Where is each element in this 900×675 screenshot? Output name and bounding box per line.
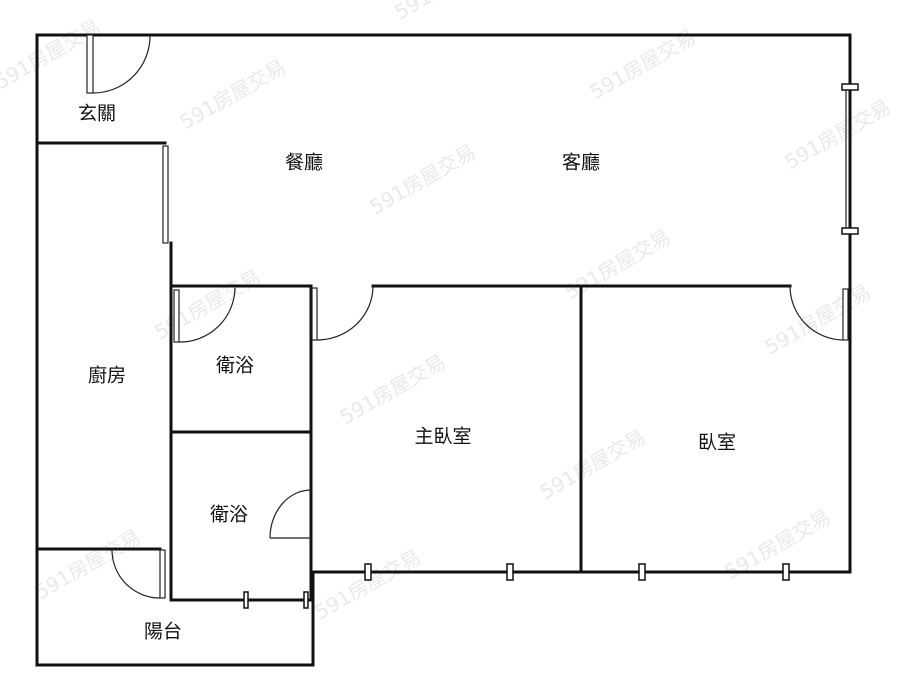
balcony-door [159, 549, 166, 599]
door-swing-arc [111, 549, 161, 599]
watermark: 591房屋交易 [536, 424, 650, 504]
watermark: 591房屋交易 [311, 544, 425, 624]
watermark: 591房屋交易 [781, 94, 895, 174]
watermark: 591房屋交易 [336, 349, 450, 429]
room-label-bath2: 衛浴 [210, 504, 248, 526]
door-swing-arc [789, 285, 844, 341]
entrance-door [86, 34, 94, 94]
watermark: 591房屋交易 [151, 264, 265, 344]
room-label-living: 客廳 [562, 152, 600, 174]
room-label-balcony: 陽台 [144, 621, 182, 643]
door-swing-arc [92, 35, 151, 94]
door-swing-arc [178, 287, 236, 343]
watermark: 591房屋交易 [391, 0, 505, 24]
watermark: 591房屋交易 [561, 224, 675, 304]
room-label-bath1: 衛浴 [216, 355, 254, 377]
bath1-door [173, 289, 180, 343]
bath2-door [269, 489, 312, 539]
master-bedroom-door [311, 287, 318, 341]
watermark: 591房屋交易 [31, 524, 145, 604]
watermark: 591房屋交易 [761, 279, 875, 359]
doors [86, 34, 849, 599]
door-swing-arc [316, 285, 374, 341]
room-label-bedroom: 臥室 [698, 432, 736, 454]
room-label-dining: 餐廳 [285, 152, 323, 174]
watermark: 591房屋交易 [366, 139, 480, 219]
kitchen-sliding-door [162, 145, 169, 244]
room-labels: 玄關 餐廳 客廳 廚房 衛浴 衛浴 主臥室 臥室 陽台 [78, 103, 736, 643]
room-label-kitchen: 廚房 [88, 364, 126, 387]
bedroom-door [842, 288, 849, 341]
room-label-entrance: 玄關 [78, 103, 116, 125]
walls [35, 33, 852, 667]
room-label-master-bedroom: 主臥室 [414, 426, 471, 448]
watermark: 591房屋交易 [176, 54, 290, 134]
windows [243, 83, 859, 609]
watermarks: 591房屋交易 591房屋交易 591房屋交易 591房屋交易 591房屋交易 … [0, 0, 895, 624]
